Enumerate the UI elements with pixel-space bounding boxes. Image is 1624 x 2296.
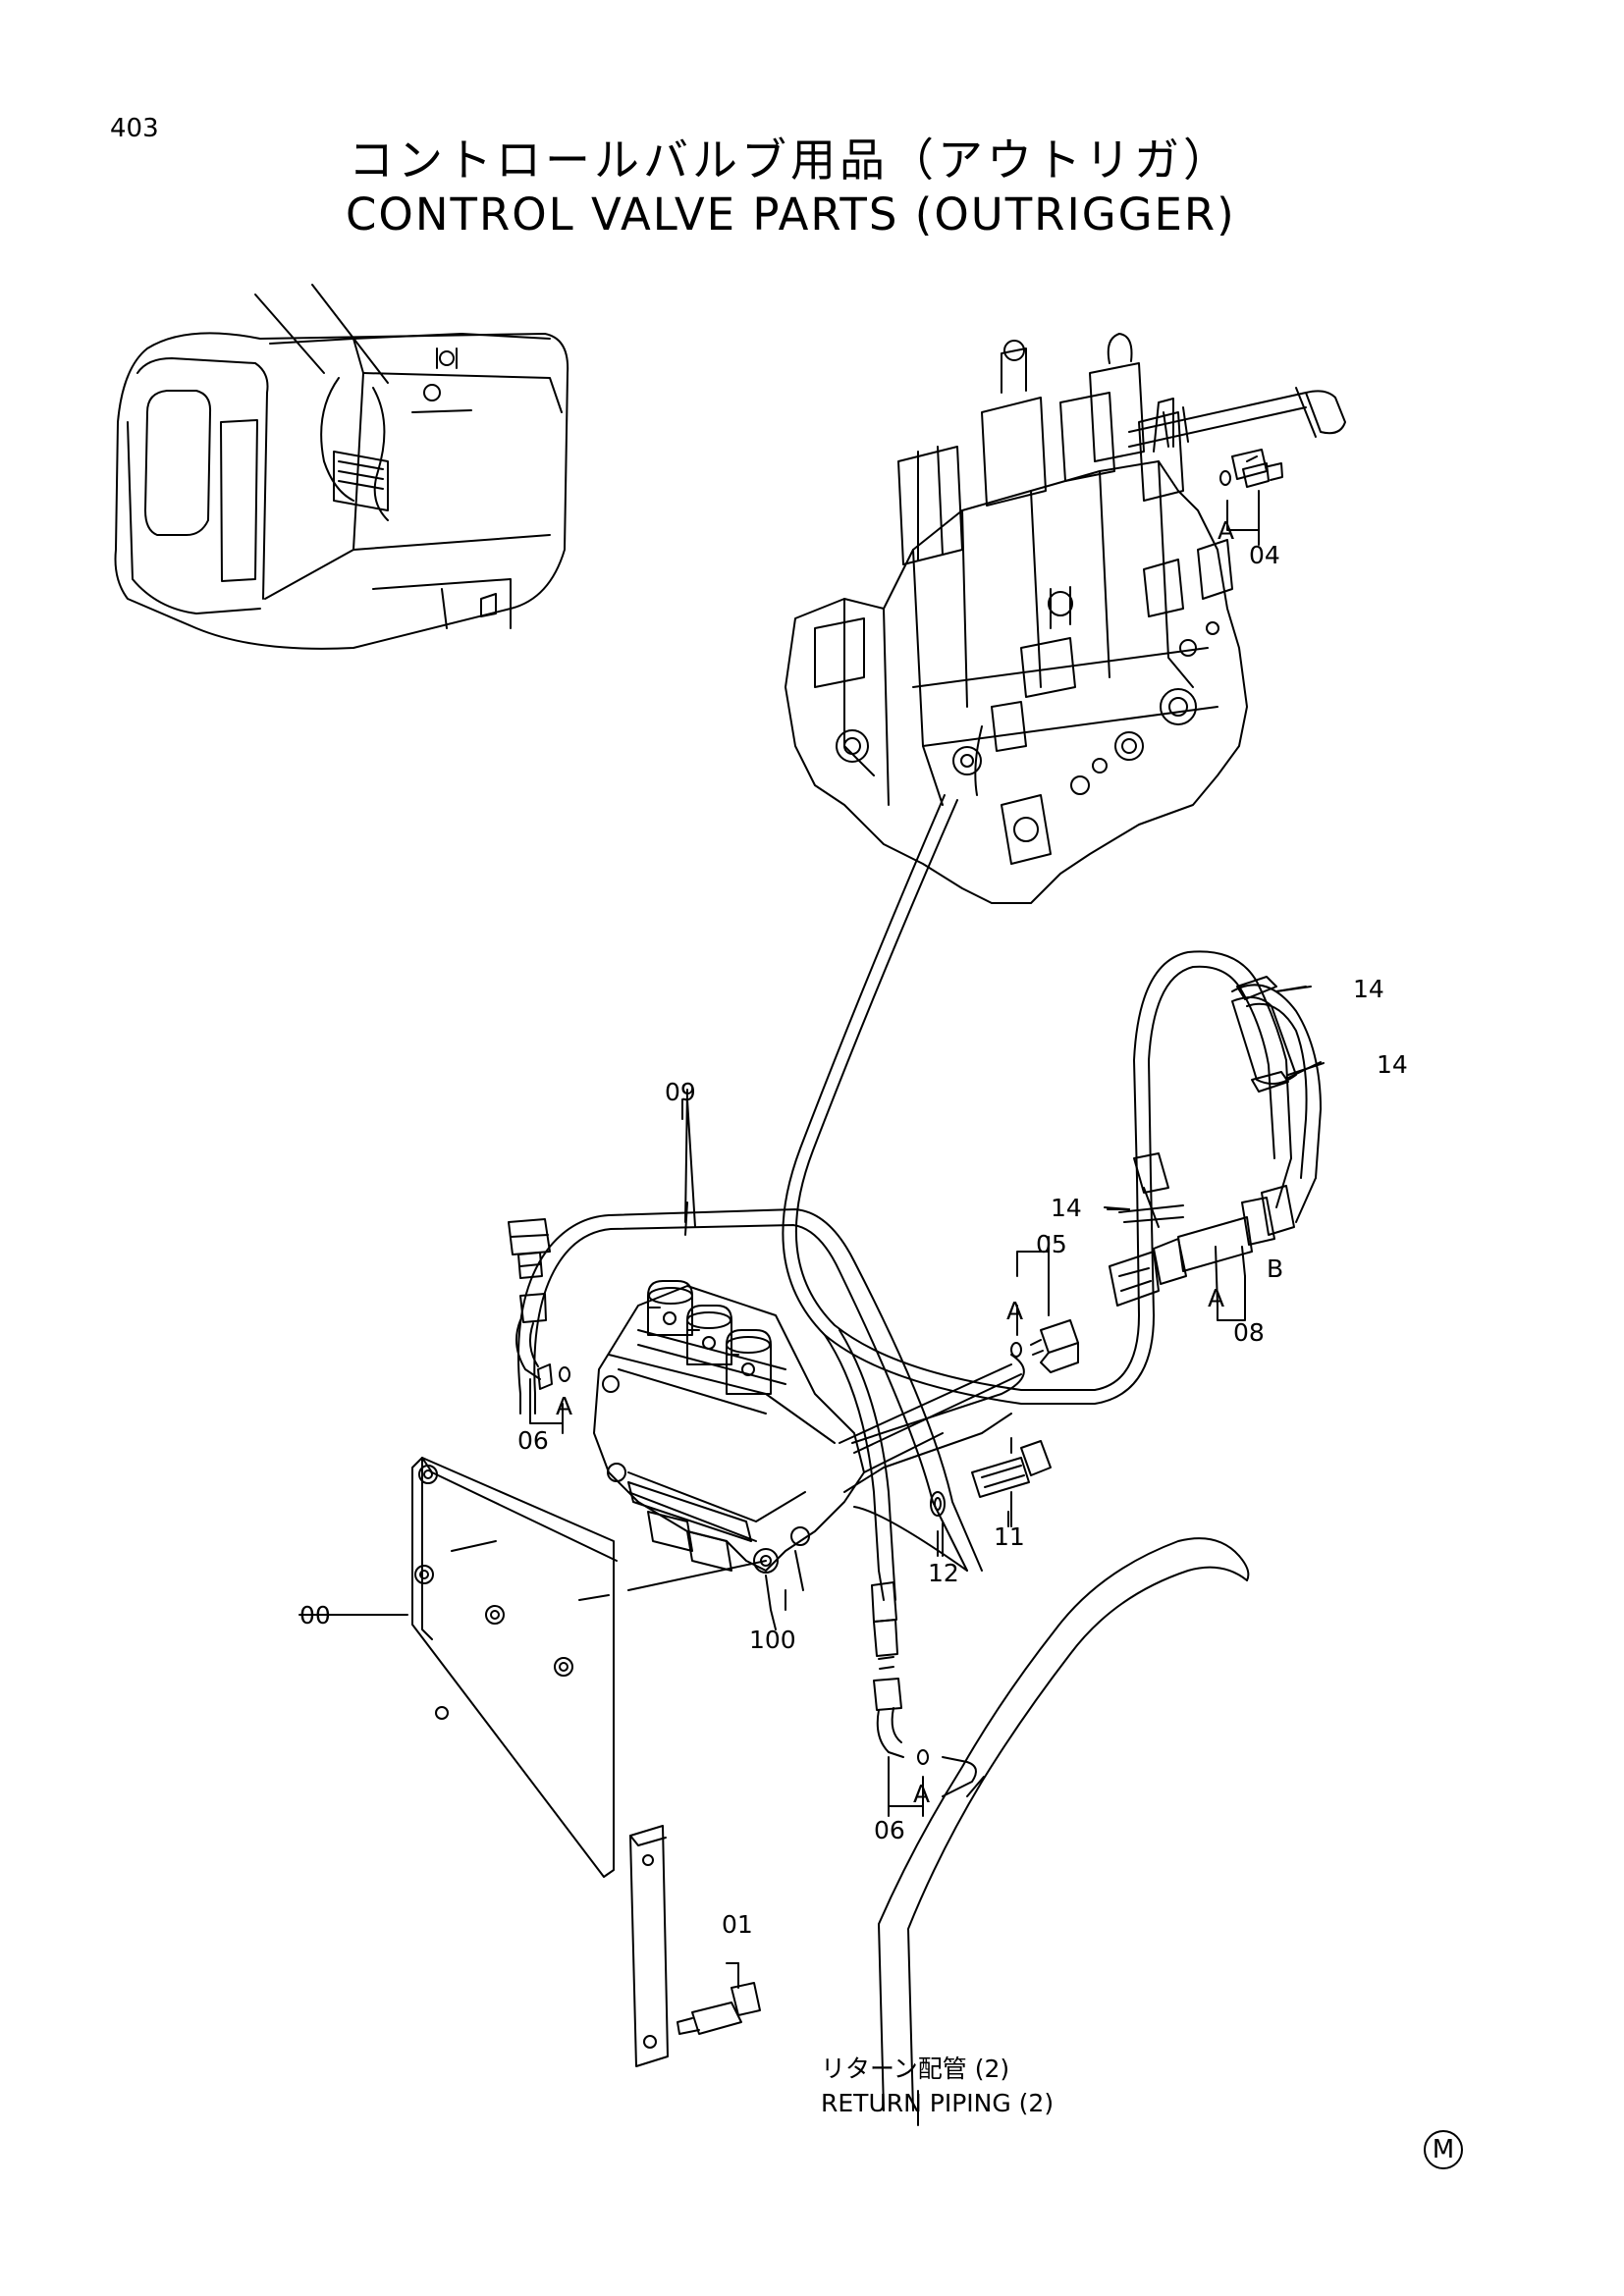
u-bend-hose-assembly <box>1105 951 1321 1227</box>
callout-08: 08 <box>1233 1318 1265 1347</box>
page-title-japanese: コントロールバルブ用品（アウトリガ） <box>349 133 1232 187</box>
page-title-english: CONTROL VALVE PARTS (OUTRIGGER) <box>346 188 1236 240</box>
mounting-bracket-00 <box>299 1458 617 1877</box>
return-piping-label-japanese: リターン配管 (2) <box>821 2055 1010 2083</box>
callout-12: 12 <box>928 1559 959 1587</box>
page-number: 403 <box>110 114 159 143</box>
corner-mark: M <box>1424 2130 1463 2169</box>
excavator-location-thumbnail <box>116 285 568 649</box>
callout-06-lower: 06 <box>874 1816 905 1844</box>
callout-04: 04 <box>1249 541 1280 569</box>
outrigger-control-valve <box>509 1209 1024 1629</box>
callout-14-upper: 14 <box>1353 975 1384 1003</box>
leader-lines <box>682 987 1324 2125</box>
callout-100: 100 <box>749 1626 796 1654</box>
strap-plate-and-bolt-01 <box>630 1826 760 2066</box>
bolt-11-washer-12 <box>931 1438 1051 1556</box>
callout-06-upper: 06 <box>517 1426 549 1455</box>
return-piping-label-english: RETURN PIPING (2) <box>821 2089 1055 2117</box>
callout-14-middle: 14 <box>1377 1050 1408 1079</box>
fitting-04 <box>1220 463 1282 545</box>
callout-11: 11 <box>994 1522 1025 1551</box>
fitting-05 <box>1011 1237 1078 1372</box>
callout-01: 01 <box>722 1910 753 1939</box>
callout-14-lower: 14 <box>1051 1194 1082 1222</box>
callout-a-06-upper: A <box>556 1392 573 1420</box>
callout-05: 05 <box>1036 1230 1067 1258</box>
return-piping <box>874 1538 1248 2110</box>
callout-00: 00 <box>299 1601 331 1629</box>
callout-a-top: A <box>1218 516 1235 545</box>
callout-a-06-lower: A <box>913 1780 931 1808</box>
callout-b-08: B <box>1267 1255 1284 1283</box>
callout-a-05: A <box>1006 1297 1024 1325</box>
callout-09: 09 <box>665 1078 696 1106</box>
main-control-valve <box>785 334 1345 903</box>
hose-09 <box>685 1090 897 1669</box>
hose-fitting-08 <box>1110 1158 1316 1320</box>
callout-a-08: A <box>1208 1284 1225 1312</box>
hose-main-to-outrigger <box>783 795 1154 1404</box>
